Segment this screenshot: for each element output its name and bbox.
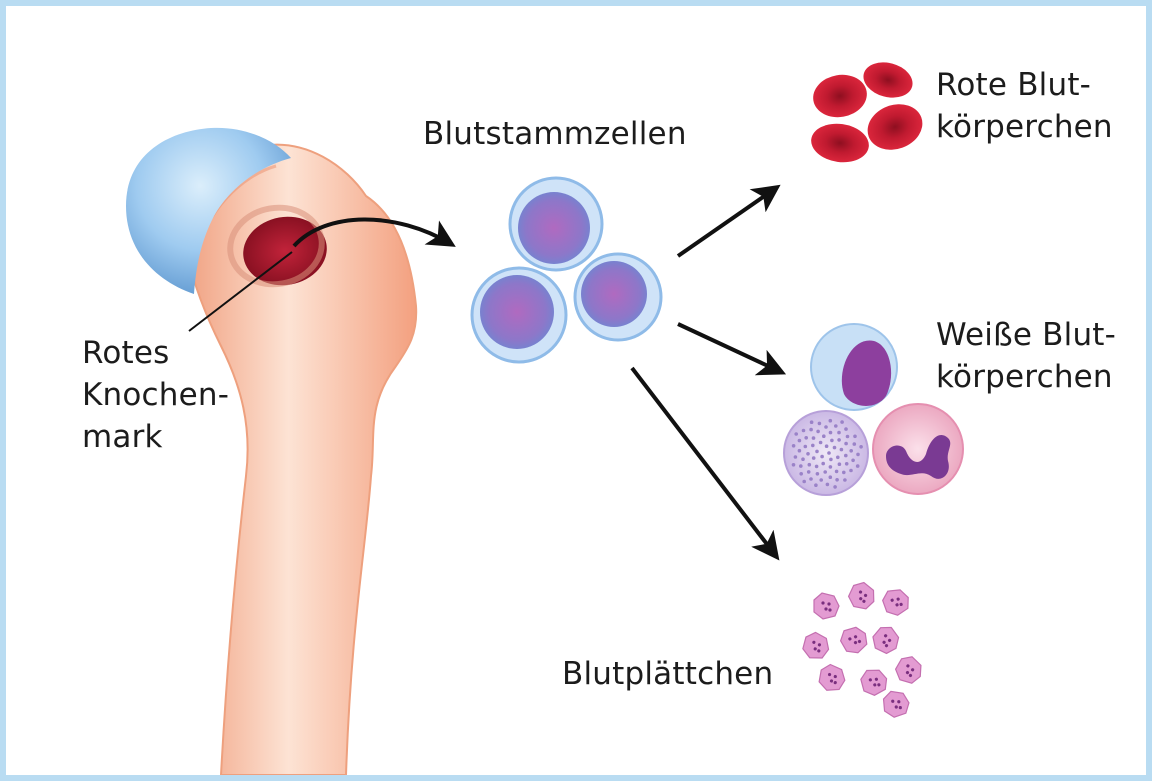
cartilage-cap: [126, 127, 291, 295]
arrow-to-white-cells: [677, 322, 787, 376]
label-white-blood-cells: Weiße Blut- körperchen: [936, 314, 1116, 398]
white-blood-cell-lymphocyte: [810, 323, 898, 411]
red-blood-cell: [813, 74, 867, 118]
diagram-artwork: [126, 62, 964, 775]
white-blood-cell-neutrophil: [872, 403, 964, 495]
arrow-to-platelets: [630, 366, 780, 561]
label-white-blood-cells-line1: Weiße Blut-: [936, 317, 1117, 353]
label-red-marrow-line1: Rotes: [82, 335, 170, 371]
stem-cell: [470, 266, 568, 364]
label-stem-cells: Blutstammzellen: [423, 116, 687, 152]
label-white-blood-cells-line2: körperchen: [936, 359, 1113, 395]
platelet: [872, 626, 900, 655]
red-blood-cell: [867, 104, 923, 150]
label-red-blood-cells-line1: Rote Blut-: [936, 67, 1092, 103]
platelet: [802, 631, 830, 659]
label-red-marrow-line3: mark: [82, 419, 163, 455]
platelet: [813, 592, 840, 620]
label-red-marrow: Rotes Knochen- mark: [82, 332, 229, 458]
platelet: [894, 656, 922, 684]
white-blood-cells: [783, 323, 964, 496]
platelets: [802, 581, 922, 718]
platelet: [847, 581, 875, 610]
label-red-blood-cells-line2: körperchen: [936, 109, 1113, 145]
stem-cells: [470, 176, 663, 364]
stem-cell: [573, 252, 663, 342]
red-blood-cell: [811, 123, 869, 163]
white-blood-cell-granulocyte: [783, 410, 869, 496]
arrow-to-red-cells: [676, 184, 781, 258]
arrow-marrow-to-stem-cells: [292, 217, 456, 248]
platelet: [839, 626, 868, 654]
red-blood-cells: [811, 62, 923, 163]
stem-cell: [508, 176, 604, 272]
label-red-blood-cells: Rote Blut- körperchen: [936, 64, 1113, 148]
platelet: [860, 669, 888, 696]
platelet: [882, 690, 910, 718]
platelet: [818, 663, 846, 691]
red-blood-cell: [863, 62, 913, 98]
label-red-marrow-line2: Knochen-: [82, 377, 230, 413]
marrow-leader-line: [188, 251, 293, 332]
label-platelets: Blutplättchen: [562, 656, 774, 692]
platelet: [882, 589, 909, 616]
